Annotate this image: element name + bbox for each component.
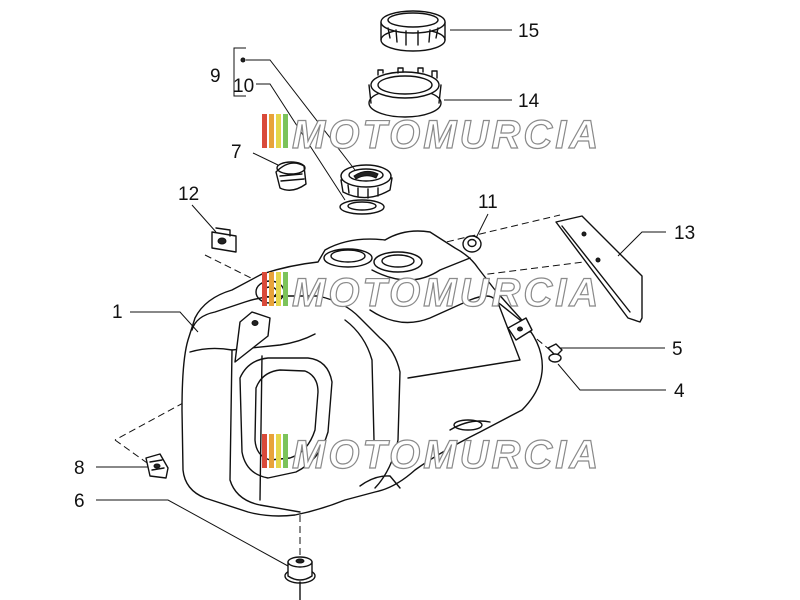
callout-13: 15: [518, 21, 539, 42]
watermark-stripe: [276, 114, 281, 148]
watermark-top: MOTOMURCIA: [262, 112, 601, 158]
part-14-filler-ring: [368, 67, 442, 118]
watermark-text: MOTOMURCIA: [292, 271, 601, 315]
callout-5: 5: [672, 339, 683, 360]
watermark-middle: MOTOMURCIA: [262, 270, 601, 316]
part-12-clip-nut: [211, 227, 237, 253]
watermark-stripe: [276, 434, 281, 468]
callout-labels: 15 14 9 10 7 12 11 13 1 5 4 8 6: [74, 21, 695, 512]
watermark-stripe: [262, 114, 267, 148]
callout-8: 8: [74, 458, 85, 479]
watermark-stripe: [283, 272, 288, 306]
part-13-ring-nut: [380, 10, 446, 52]
watermark-stripe: [262, 434, 267, 468]
watermark-stripe: [269, 114, 274, 148]
callout-9: 9: [210, 66, 221, 87]
watermark-stripe: [269, 272, 274, 306]
part-7-hose-clamp: [275, 161, 307, 191]
callout-10: 10: [233, 76, 254, 97]
callout-1: 1: [112, 302, 123, 323]
watermark-text: MOTOMURCIA: [292, 433, 601, 477]
watermark-stripe: [262, 272, 267, 306]
callout-7: 7: [231, 142, 242, 163]
callout-14: 14: [518, 91, 540, 112]
part-8-spring-clip: [145, 453, 169, 479]
watermark-text: MOTOMURCIA: [292, 113, 601, 157]
watermark-stripe: [269, 434, 274, 468]
part-9-cap-gasket: [339, 199, 385, 215]
part-10-fuel-cap: [340, 164, 393, 199]
part-15-protection-pad: [555, 215, 643, 323]
watermark-stripe: [283, 434, 288, 468]
callout-11: 11: [478, 192, 498, 213]
part-6-rubber-mount: [284, 556, 316, 600]
watermark-stripe: [283, 114, 288, 148]
part-11-grommet: [462, 235, 482, 253]
watermark-bottom: MOTOMURCIA: [262, 432, 601, 478]
callout-15: 13: [674, 223, 695, 244]
watermark-stripe: [276, 272, 281, 306]
callout-12: 12: [178, 184, 199, 205]
callout-4: 4: [674, 381, 685, 402]
part-4-washer: [548, 353, 562, 363]
leader-lines: [96, 29, 666, 567]
part-5-bolt: [547, 343, 563, 357]
callout-6: 6: [74, 491, 85, 512]
